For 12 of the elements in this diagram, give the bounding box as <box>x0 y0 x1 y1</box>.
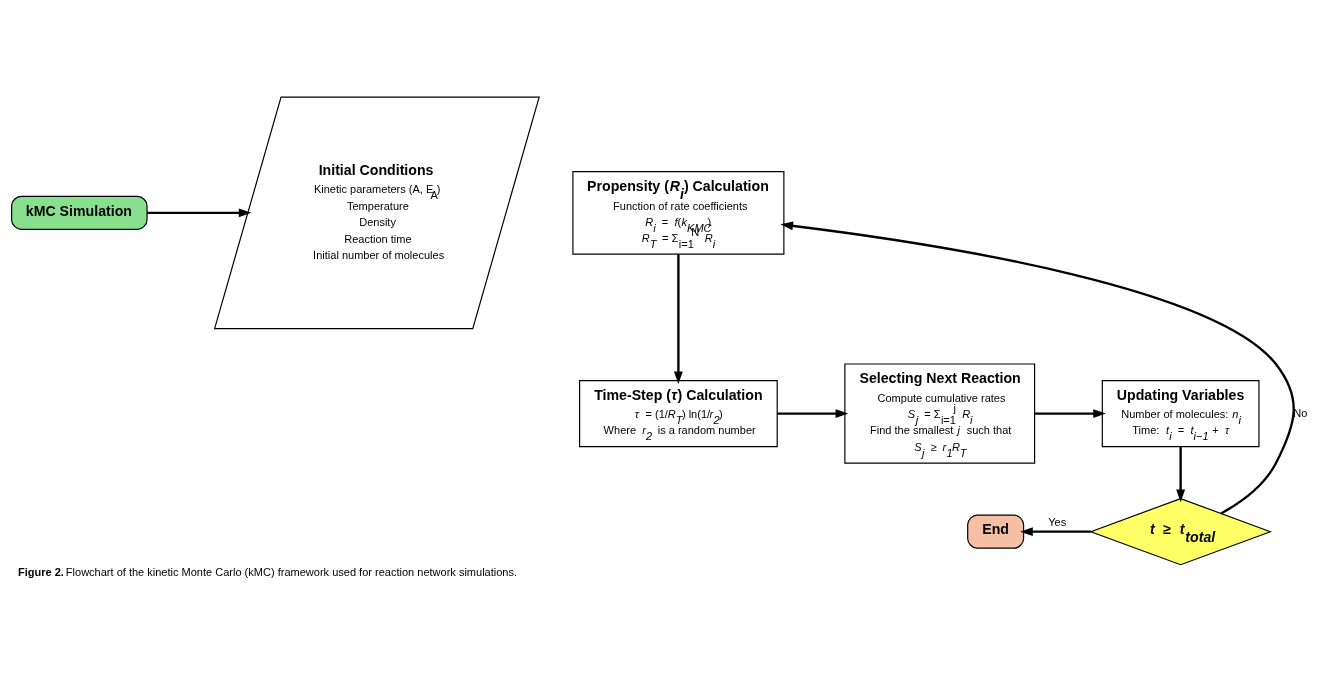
arrow <box>1034 408 1106 418</box>
caption: Figure 2. Flowchart of the kinetic Monte Carlo (kMC) framework used for reaction network simulations. <box>17 565 518 578</box>
edge-label: No <box>1293 406 1308 419</box>
arrow <box>1176 446 1186 502</box>
node-box: kMC Simulation <box>11 195 148 230</box>
arrow <box>1020 526 1091 536</box>
arrow <box>673 253 683 384</box>
node-box: End <box>967 514 1025 549</box>
arrow <box>780 221 1295 514</box>
arrow <box>777 408 849 418</box>
arrow <box>147 207 252 217</box>
edge-label: Yes <box>1048 515 1067 528</box>
